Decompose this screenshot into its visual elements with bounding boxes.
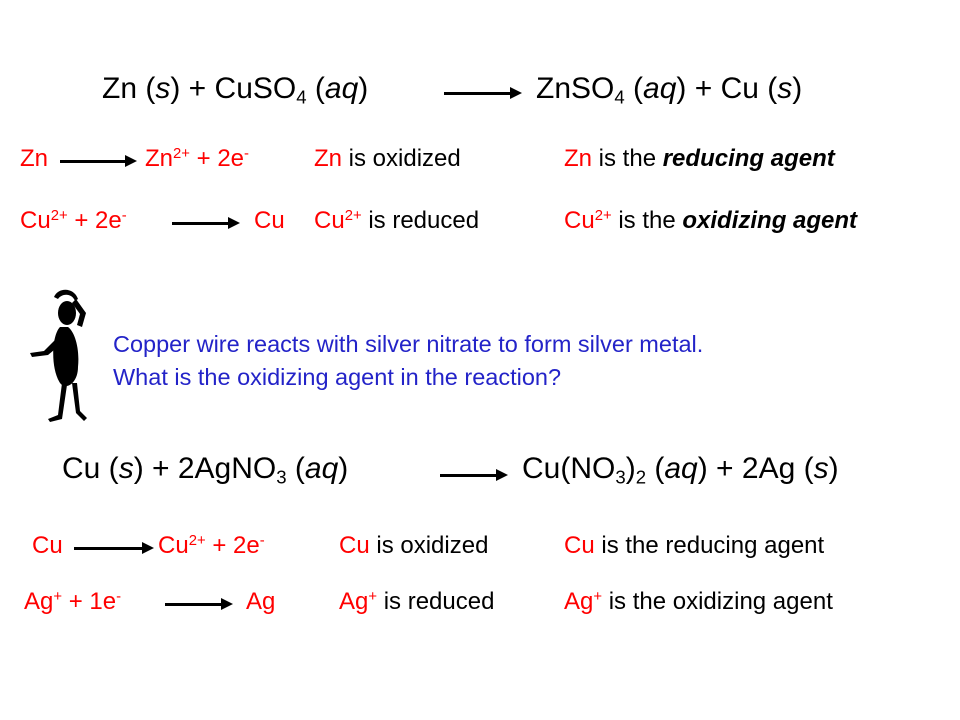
thinking-person-icon [30,289,87,422]
half-reaction-3-reactant: Cu [32,532,63,559]
half-reaction-arrow-icon [165,598,233,610]
half-reaction-arrow-icon [60,155,137,167]
agent-statement-3: Cu is the reducing agent [564,532,825,559]
half-reaction-arrow-icon [172,217,240,229]
agent-statement-4: Ag+ is the oxidizing agent [564,588,833,615]
reaction-arrow-icon [444,87,522,99]
equation-1-reactants: Zn (s) + CuSO4 (aq) [102,72,369,108]
equation-1-products: ZnSO4 (aq) + Cu (s) [536,72,803,108]
question-text: Copper wire reacts with silver nitrate t… [113,328,703,394]
half-reaction-4-reactant: Ag+ + 1e- [24,588,122,615]
oxidation-statement-3: Cu is oxidized [339,532,489,559]
reaction-arrow-icon [440,469,508,481]
half-reaction-1-product: Zn2+ + 2e- [145,145,249,172]
half-reaction-2-reactant: Cu2+ + 2e- [20,207,127,234]
oxidation-statement-1: Zn is oxidized [314,145,461,172]
equation-2-reactants: Cu (s) + 2AgNO3 (aq) [62,452,349,488]
half-reaction-1-reactant: Zn [20,145,49,172]
half-reaction-2-product: Cu [254,207,285,234]
agent-statement-1: Zn is the reducing agent [564,145,835,172]
question-line-1: Copper wire reacts with silver nitrate t… [113,331,704,357]
half-reaction-arrow-icon [74,542,154,554]
reduction-statement-2: Cu2+ is reduced [314,207,480,234]
agent-statement-2: Cu2+ is the oxidizing agent [564,207,858,234]
half-reaction-3-product: Cu2+ + 2e- [158,532,265,559]
equation-2-products: Cu(NO3)2 (aq) + 2Ag (s) [522,452,839,488]
question-line-2: What is the oxidizing agent in the react… [113,364,562,390]
half-reaction-4-product: Ag [246,588,276,615]
reduction-statement-4: Ag+ is reduced [339,588,495,615]
